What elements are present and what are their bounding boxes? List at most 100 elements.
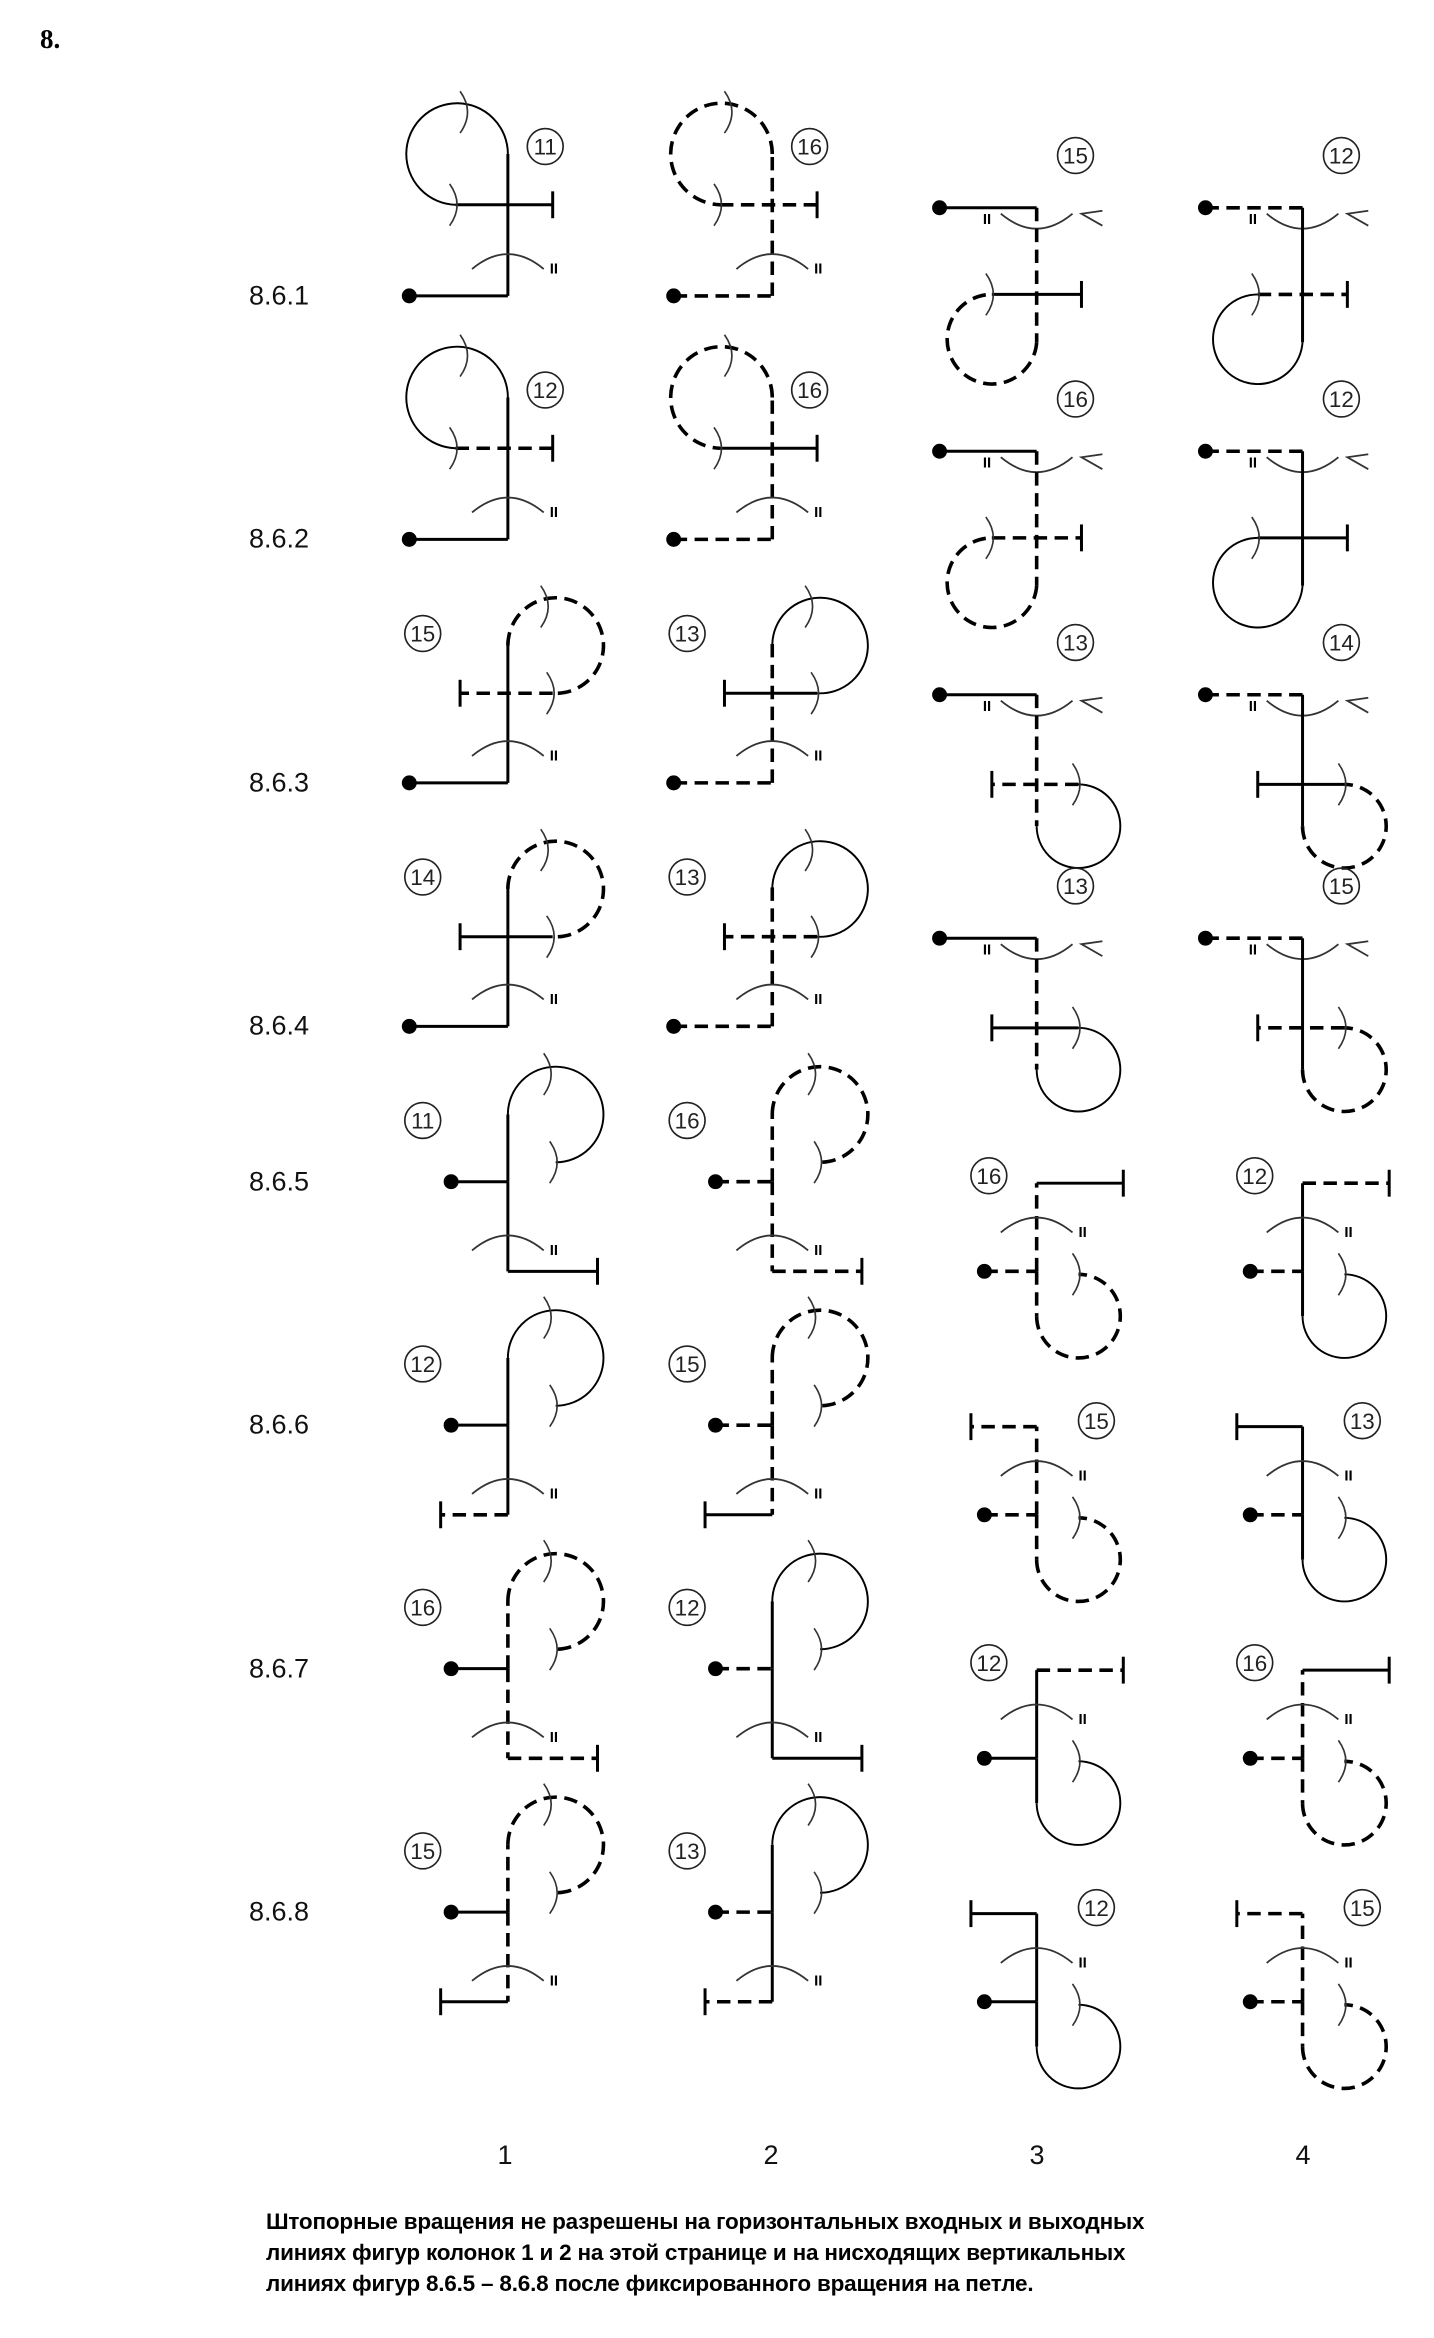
start-dot [708, 1904, 723, 1920]
roll-mark: II [1078, 1954, 1086, 1971]
snap-mark [1344, 696, 1369, 714]
figure-k-number: 13 [1063, 874, 1088, 899]
roll-mark: II [814, 260, 822, 277]
number-circle [526, 371, 564, 409]
roll-mark: II [814, 1972, 822, 1989]
figure-k-number: 11 [411, 1109, 434, 1134]
rotation-mark [546, 915, 555, 959]
loop [1300, 782, 1388, 870]
column-label: 3 [1029, 2140, 1045, 2170]
roll-mark: II [1078, 1224, 1086, 1241]
loop [506, 1309, 605, 1407]
rotation-mark [713, 183, 723, 227]
roll-arc [735, 1234, 809, 1252]
start-dot [932, 443, 948, 459]
figure-k-number: 13 [675, 622, 700, 647]
roll-mark: II [550, 747, 558, 764]
aresti-figure: II 12 [969, 1888, 1122, 2090]
start-dot [932, 930, 948, 946]
rotation-mark [985, 273, 995, 316]
loop [770, 1064, 870, 1165]
figure-k-number: 16 [797, 135, 822, 160]
loop [1035, 783, 1122, 869]
number-circle [668, 858, 706, 896]
loop [668, 101, 775, 207]
rotation-mark [1251, 516, 1261, 560]
rotation-mark [723, 334, 733, 378]
loop [1035, 1026, 1122, 1113]
roll-mark: II [814, 991, 822, 1008]
loop [770, 1308, 870, 1408]
row-label: 8.6.3 [249, 767, 310, 798]
start-dot [708, 1174, 723, 1190]
figure-k-number: 14 [1329, 631, 1354, 656]
rotation-mark [540, 828, 550, 872]
roll-arc [735, 983, 809, 1001]
figure-k-number: 16 [675, 1109, 700, 1134]
snap-mark [1344, 209, 1369, 227]
column-label: 4 [1295, 2140, 1311, 2170]
roll-mark: II [1344, 1711, 1352, 1728]
roll-mark: II [814, 1242, 822, 1259]
figure-k-number: 12 [1084, 1896, 1109, 1921]
rotation-mark [448, 426, 458, 470]
figure-k-number: 13 [675, 1839, 700, 1864]
figure-k-number: 13 [1350, 1409, 1375, 1434]
roll-arc [471, 496, 545, 514]
start-dot [976, 1994, 992, 2010]
start-dot [932, 200, 948, 216]
roll-mark: II [1078, 1711, 1086, 1728]
rotation-mark [1337, 1983, 1347, 2027]
roll-arc [735, 740, 809, 757]
roll-arc [1266, 1947, 1339, 1964]
loop [771, 1796, 869, 1894]
figure-k-number: 12 [1242, 1164, 1267, 1189]
roll-arc [1000, 700, 1074, 717]
rotation-mark [985, 516, 995, 560]
rotation-mark [546, 671, 555, 715]
footnote-line: Штопорные вращения не разрешены на гориз… [266, 2209, 1145, 2234]
loop [1035, 2003, 1122, 2090]
roll-arc [1000, 1947, 1074, 1964]
loop [506, 839, 606, 939]
figure-k-number: 15 [1329, 874, 1354, 899]
figure-k-number: 12 [1329, 144, 1354, 169]
rotation-mark [448, 183, 458, 227]
aresti-figure: II 13 [668, 1783, 869, 2016]
rotation-mark [549, 1384, 558, 1428]
rotation-mark [1071, 1496, 1081, 1540]
roll-arc [1266, 1460, 1339, 1477]
start-dot [401, 775, 417, 791]
figure-k-number: 15 [1350, 1896, 1375, 1921]
roll-arc [1000, 1216, 1074, 1234]
start-dot [1242, 1750, 1258, 1766]
roll-mark: II [983, 211, 991, 228]
rotation-mark [543, 1539, 553, 1583]
roll-mark: II [1249, 942, 1257, 959]
roll-mark: II [550, 991, 558, 1008]
number-circle [1322, 867, 1361, 905]
start-dot [1242, 1994, 1258, 2010]
snap-mark [1078, 940, 1103, 957]
start-dot [976, 1263, 992, 1279]
roll-mark: II [814, 1485, 822, 1502]
roll-arc [735, 496, 809, 514]
loop [506, 1795, 606, 1895]
rotation-mark [1337, 1006, 1347, 1050]
rotation-mark [1071, 1983, 1081, 2027]
loop [771, 840, 869, 938]
start-dot [932, 687, 948, 703]
rotation-mark [810, 915, 820, 959]
roll-arc [1000, 1703, 1074, 1721]
rotation-mark [549, 1627, 558, 1671]
figure-k-number: 12 [1329, 387, 1354, 412]
roll-arc [471, 1478, 545, 1495]
row-label: 8.6.8 [249, 1896, 310, 1927]
